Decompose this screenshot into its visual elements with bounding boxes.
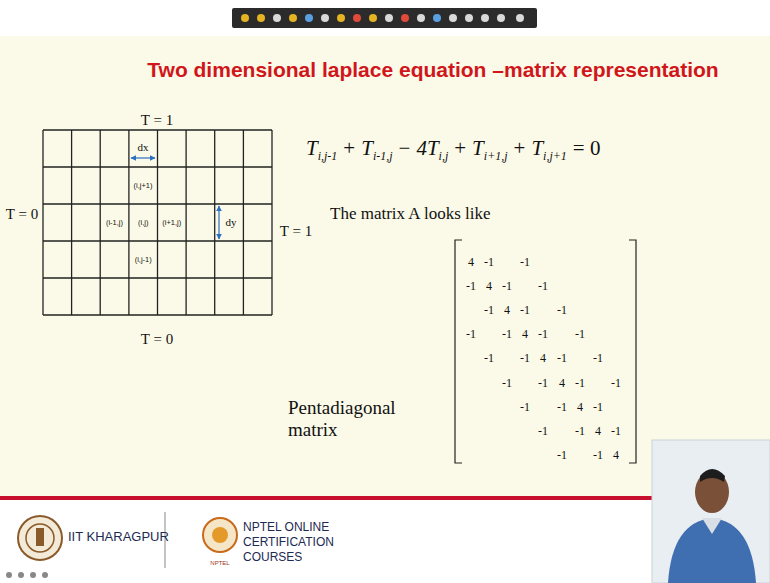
node-index: (i,j+1)	[134, 181, 153, 190]
player-icons	[6, 572, 48, 578]
dy-arrow	[218, 206, 219, 239]
node-index: (i+1,j)	[162, 218, 181, 227]
matrix-entry: 4	[540, 351, 546, 366]
matrix-entry: -1	[557, 399, 567, 414]
subscript: i,j-1	[318, 149, 338, 164]
presenter-video	[652, 440, 770, 583]
toolbar	[232, 8, 537, 28]
spacing-label: dx	[138, 141, 149, 153]
matrix-entry: -1	[502, 327, 512, 342]
boundary-value: T = 0	[141, 331, 173, 348]
matrix-entry: 4	[577, 399, 583, 414]
institute-name: IIT KHARAGPUR	[68, 529, 169, 544]
node-index: (i,j)	[138, 218, 148, 227]
spacing-label: dy	[226, 216, 237, 228]
nptel-logo	[203, 518, 237, 552]
matrix-entry: -1	[538, 327, 548, 342]
matrix-entry: 4	[522, 327, 528, 342]
subscript: i,j	[439, 149, 449, 164]
matrix-entry: 4	[486, 279, 492, 294]
node-index: (i-1,j)	[106, 218, 123, 227]
matrix-entry: -1	[502, 375, 512, 390]
matrix-entry: -1	[538, 423, 548, 438]
matrix-entry: -1	[557, 447, 567, 462]
variable: T	[472, 136, 484, 161]
dx-arrow	[131, 157, 155, 158]
operator: = 0	[573, 136, 601, 161]
boundary-value: T = 1	[280, 223, 312, 240]
matrix-entry: 4	[559, 375, 565, 390]
matrix-entry: 4	[595, 423, 601, 438]
boundary-value: T = 0	[6, 206, 38, 223]
node-index: (i,j-1)	[135, 255, 152, 264]
operator: +	[343, 136, 355, 161]
logo-text: NPTEL	[210, 560, 229, 566]
variable: T	[531, 136, 543, 161]
matrix-entry: 4	[468, 255, 474, 270]
matrix-entry: -1	[502, 279, 512, 294]
operator: +	[514, 136, 526, 161]
matrix-entry: -1	[484, 303, 494, 318]
matrix-entry: -1	[593, 399, 603, 414]
matrix-note: Pentadiagonal matrix	[288, 397, 418, 441]
subscript: i+1,j	[484, 149, 508, 164]
matrix-entry: 4	[504, 303, 510, 318]
matrix-entry: -1	[557, 303, 567, 318]
variable: T	[361, 136, 373, 161]
matrix-entry: -1	[538, 375, 548, 390]
mesh-grid	[43, 130, 272, 315]
toolbar-icons	[241, 14, 524, 22]
difference-equation: Ti,j-1+Ti-1,j−4Ti,j+Ti+1,j+Ti,j+1= 0	[306, 136, 606, 161]
iit-logo	[18, 516, 62, 560]
matrix-entry: -1	[557, 351, 567, 366]
matrix-entry: -1	[611, 375, 621, 390]
operator: +	[454, 136, 466, 161]
caption-text: The matrix A looks like	[330, 204, 491, 224]
matrix-entry: -1	[538, 279, 548, 294]
matrix-entry: -1	[593, 447, 603, 462]
matrix-entry: 4	[613, 447, 619, 462]
subscript: i,j+1	[543, 149, 567, 164]
matrix-entry: -1	[520, 255, 530, 270]
variable: T	[306, 136, 318, 161]
matrix-entry: -1	[575, 375, 585, 390]
matrix-bracket-left	[455, 240, 462, 463]
matrix-bracket-right	[629, 240, 636, 463]
matrix-entry: -1	[484, 351, 494, 366]
subscript: i-1,j	[373, 149, 393, 164]
matrix-entry: -1	[466, 327, 476, 342]
boundary-value: T = 1	[141, 112, 173, 129]
operator: −	[399, 136, 411, 161]
matrix-entry: -1	[484, 255, 494, 270]
top-strip	[0, 0, 770, 36]
matrix-entry: -1	[593, 351, 603, 366]
matrix-entry: -1	[575, 327, 585, 342]
matrix-entry: -1	[575, 423, 585, 438]
matrix-entry: -1	[611, 423, 621, 438]
matrix-entry: -1	[520, 351, 530, 366]
course-name: NPTEL ONLINE CERTIFICATION COURSES	[243, 520, 393, 565]
variable: 4T	[416, 136, 438, 161]
matrix-entry: -1	[520, 303, 530, 318]
matrix-entry: -1	[520, 399, 530, 414]
slide-title: Two dimensional laplace equation –matrix…	[0, 58, 770, 82]
matrix-entry: -1	[466, 279, 476, 294]
